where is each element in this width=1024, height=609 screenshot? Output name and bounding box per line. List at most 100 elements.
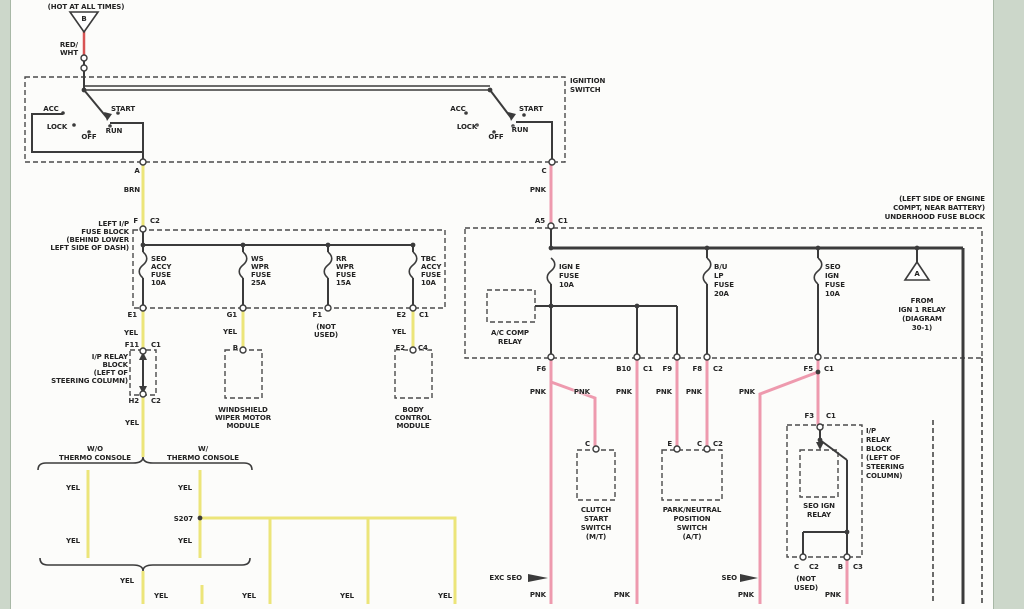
fuse-symbol (138, 251, 148, 279)
terminal (139, 347, 147, 355)
ignition-switch-title: SWITCH (570, 86, 601, 94)
wire-color-label: WHT (59, 49, 78, 57)
junction-dot (410, 242, 416, 248)
fuse-label: SEO (825, 263, 841, 271)
offpage-letter: B (81, 15, 87, 23)
wire-yellow (200, 516, 457, 604)
connector-id: C1 (558, 217, 568, 225)
hot-at-all-times-tag: (HOT AT ALL TIMES) (47, 3, 125, 11)
connector-id: F (133, 217, 138, 225)
from-ign1-relay-tag: 30-1) (911, 324, 933, 332)
scan-margin-left (0, 0, 11, 609)
not-used-tag: (NOT (796, 575, 816, 583)
ip-relay-block-left-title: (LEFT OF (93, 369, 128, 377)
wire-color-label: YEL (177, 537, 192, 545)
switch-position: START (518, 105, 544, 113)
ignition-rotor-right-tip (508, 112, 516, 121)
fuse-label: WPR (336, 263, 354, 271)
switch-contact (61, 111, 65, 115)
connector-id: F5 (803, 365, 814, 373)
variant-tag: THERMO CONSOLE (59, 454, 131, 462)
ip-relay-block-right-title: STEERING (866, 463, 905, 471)
wire-color-label: YEL (437, 592, 452, 600)
wire-color-label: PNK (573, 388, 590, 396)
park-neutral-switch-title: PARK/NEUTRAL (662, 506, 722, 514)
ignition-rotor-left-tip (104, 112, 112, 121)
thermo-console-brace-lower (39, 557, 251, 572)
wire-color-label: YEL (123, 329, 138, 337)
relay-passthrough-arrow-up (139, 352, 147, 360)
clutch-start-switch-title: CLUTCH (580, 506, 612, 514)
not-used-tag: USED) (313, 331, 339, 339)
terminal (633, 353, 641, 361)
wire-color-label: PNK (615, 388, 632, 396)
wire-color-label: PNK (529, 388, 546, 396)
exc-seo-tag: EXC SEO (489, 574, 522, 582)
terminal (324, 304, 332, 312)
junction-dot (844, 529, 850, 535)
wiper-module-title: WINDSHIELD (218, 406, 268, 414)
ip-relay-block-right-title: BLOCK (866, 445, 892, 453)
wire-color-label: YEL (241, 592, 256, 600)
terminal (703, 353, 711, 361)
fuse-label: FUSE (151, 271, 171, 279)
connector-id: F3 (804, 412, 815, 420)
connector-id: C2 (151, 397, 161, 405)
connector-id: F11 (124, 341, 139, 349)
switch-contact (492, 130, 496, 134)
junction-dot (815, 369, 821, 375)
switch-position: OFF (81, 133, 97, 141)
wire-dark (110, 122, 144, 152)
fuse-label: B/U (714, 263, 728, 271)
connector-id: C1 (151, 341, 161, 349)
connector-id: E2 (395, 344, 406, 352)
wire-color-label: PNK (529, 186, 546, 194)
offpage-connector-ign1 (903, 260, 931, 281)
fuse-label: FUSE (421, 271, 441, 279)
connector-id: A5 (534, 217, 545, 225)
fuse-symbol (546, 257, 556, 285)
junction-dot (914, 245, 920, 251)
fuse-label: 10A (421, 279, 436, 287)
junction-dot (487, 87, 493, 93)
ip-relay-block-right-title: COLUMN) (866, 472, 903, 480)
wire-color-label: YEL (153, 592, 168, 600)
fuse-symbol (813, 257, 823, 285)
wire-color-label: PNK (685, 388, 702, 396)
fuse-label: FUSE (714, 281, 734, 289)
bcm-title: CONTROL (394, 414, 432, 422)
not-used-tag: USED) (793, 584, 819, 592)
connector-id: F9 (662, 365, 673, 373)
terminal (409, 346, 417, 354)
underhood-fuse-block-title: UNDERHOOD FUSE BLOCK (884, 213, 985, 221)
fuse-label: IGN E (559, 263, 580, 271)
connector-id: C2 (150, 217, 160, 225)
wire-color-label: PNK (655, 388, 672, 396)
terminal (548, 158, 556, 166)
ip-relay-block-right-title: (LEFT OF (866, 454, 901, 462)
ip-relay-block-left-title: STEERING COLUMN) (51, 377, 128, 385)
terminal-id: A (134, 167, 140, 175)
connector-id: F1 (312, 311, 323, 319)
from-ign1-relay-tag: IGN 1 RELAY (898, 306, 946, 314)
not-used-tag: (NOT (316, 323, 336, 331)
clutch-start-switch-title: START (583, 515, 609, 523)
ip-fuse-block-box (132, 229, 446, 309)
connector-id: C1 (419, 311, 429, 319)
fuse-label: ACCY (421, 263, 442, 271)
wire-dark (516, 121, 553, 160)
ignition-switch-title: IGNITION (570, 77, 606, 85)
wire-pink (550, 380, 597, 448)
connector-id: H2 (128, 397, 139, 405)
offpage-connector-top (68, 11, 100, 34)
wire-color-label: PNK (613, 591, 630, 599)
ac-comp-relay-title: A/C COMP (491, 329, 529, 337)
terminal-id: B (232, 344, 238, 352)
splice-id: S207 (173, 515, 193, 523)
clutch-start-switch-title: (M/T) (585, 533, 607, 541)
connector-id: B10 (616, 365, 631, 373)
switch-contact (464, 111, 468, 115)
seo-flow-arrow (740, 574, 758, 582)
wire-pink (758, 370, 819, 604)
ip-relay-block-right-title: I/P (866, 427, 876, 435)
